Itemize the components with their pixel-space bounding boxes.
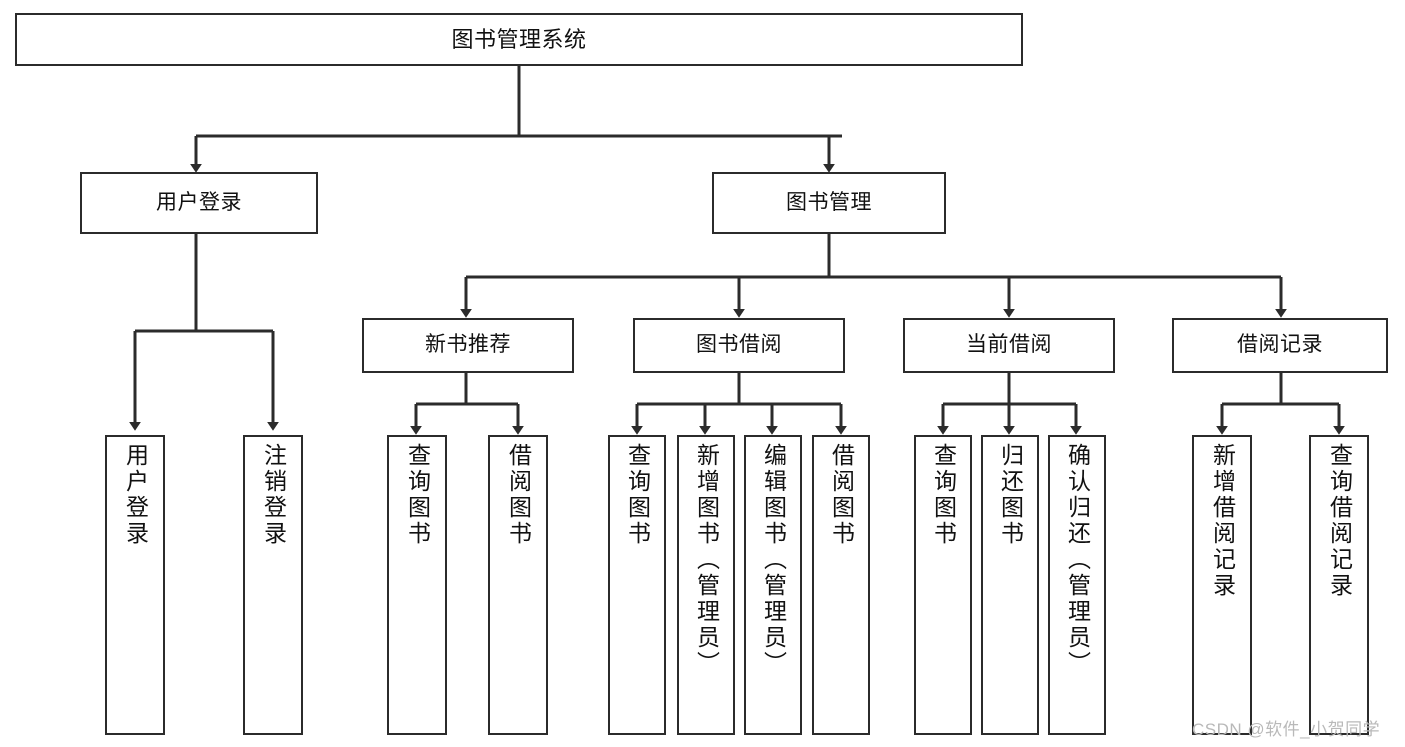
leaf-borrow-edit-book-admin[interactable]: 编辑图书（管理员） (744, 435, 802, 735)
leaf-borrow-add-book-admin[interactable]: 新增图书（管理员） (677, 435, 735, 735)
node-label: 用户登录 (156, 190, 242, 214)
node-book-management[interactable]: 图书管理 (712, 172, 946, 234)
node-label: 查询图书 (624, 443, 651, 547)
node-label: 查询图书 (404, 443, 431, 547)
leaf-current-confirm-return-admin[interactable]: 确认归还（管理员） (1048, 435, 1106, 735)
node-label: 图书管理系统 (451, 26, 587, 52)
node-label: 归还图书 (997, 443, 1024, 547)
node-label: 编辑图书（管理员） (760, 443, 787, 677)
leaf-record-query-record[interactable]: 查询借阅记录 (1309, 435, 1369, 735)
watermark: CSDN @软件_小贺同学 (1192, 720, 1381, 739)
node-user-login[interactable]: 用户登录 (80, 172, 318, 234)
node-label: 新增借阅记录 (1209, 443, 1236, 599)
node-label: 新书推荐 (425, 333, 511, 357)
node-label: 借阅图书 (505, 443, 532, 547)
node-book-borrow[interactable]: 图书借阅 (633, 318, 845, 373)
leaf-current-return-book[interactable]: 归还图书 (981, 435, 1039, 735)
node-label: 借阅图书 (828, 443, 855, 547)
node-label: 图书借阅 (696, 333, 782, 357)
node-new-book-recommend[interactable]: 新书推荐 (362, 318, 574, 373)
node-label: 借阅记录 (1237, 333, 1323, 357)
leaf-user-login-signin[interactable]: 用户登录 (105, 435, 165, 735)
node-label: 确认归还（管理员） (1064, 443, 1091, 677)
node-borrow-record[interactable]: 借阅记录 (1172, 318, 1388, 373)
node-label: 查询图书 (930, 443, 957, 547)
leaf-new-book-borrow[interactable]: 借阅图书 (488, 435, 548, 735)
node-label: 图书管理 (786, 190, 872, 214)
node-label: 新增图书（管理员） (693, 443, 720, 677)
node-label: 当前借阅 (966, 333, 1052, 357)
leaf-new-book-query[interactable]: 查询图书 (387, 435, 447, 735)
leaf-borrow-query-book[interactable]: 查询图书 (608, 435, 666, 735)
node-label: 用户登录 (122, 443, 149, 547)
leaf-record-add-record[interactable]: 新增借阅记录 (1192, 435, 1252, 735)
node-current-borrow[interactable]: 当前借阅 (903, 318, 1115, 373)
node-label: 注销登录 (260, 443, 287, 547)
leaf-borrow-borrow-book[interactable]: 借阅图书 (812, 435, 870, 735)
node-label: 查询借阅记录 (1326, 443, 1353, 599)
leaf-user-login-signout[interactable]: 注销登录 (243, 435, 303, 735)
node-root-system[interactable]: 图书管理系统 (15, 13, 1023, 66)
leaf-current-query-book[interactable]: 查询图书 (914, 435, 972, 735)
